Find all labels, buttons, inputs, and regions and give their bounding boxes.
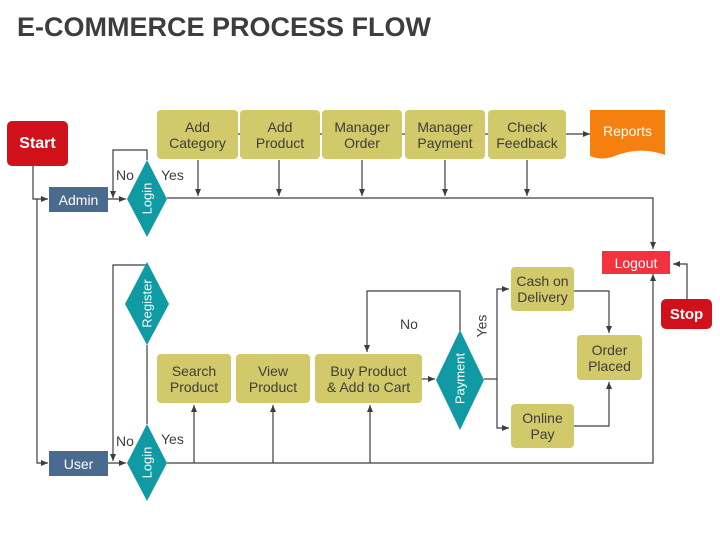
user-login-decision <box>127 424 167 501</box>
start-node: Start <box>7 121 68 166</box>
logout-node: Logout <box>602 251 670 274</box>
buy-product-step: Buy Product& Add to Cart <box>315 354 422 403</box>
register-decision <box>125 262 169 345</box>
stop-node: Stop <box>661 299 712 329</box>
connector-register-loop <box>110 264 147 461</box>
register-label: Register <box>139 279 155 328</box>
user-login-label: Login <box>139 446 155 479</box>
connector-admin-yes-line <box>167 197 656 249</box>
connector-admin-login-no <box>110 149 148 198</box>
connector-payment-online <box>496 379 509 431</box>
admin-login-label: Login <box>139 182 155 215</box>
connector-start-admin <box>32 166 48 202</box>
admin-no-label: No <box>116 167 134 183</box>
connector-user-yes-line <box>167 274 656 464</box>
user-yes-label: Yes <box>161 431 184 447</box>
connector-start-user <box>36 199 48 466</box>
page-title: E-COMMERCE PROCESS FLOW <box>17 12 432 42</box>
connector-online-order <box>574 382 612 427</box>
reports-shape <box>590 110 665 159</box>
connector-cod-order <box>574 290 612 333</box>
payment-label: Payment <box>452 352 468 405</box>
reports-node: Reports <box>602 123 653 139</box>
connector-payment-cod <box>496 286 509 379</box>
admin-node: Admin <box>49 187 108 212</box>
connector-stop-logout <box>673 261 688 299</box>
connector-payment-no <box>364 290 461 352</box>
payment-no-label: No <box>400 316 418 332</box>
user-no-label: No <box>116 433 134 449</box>
admin-login-decision <box>127 160 167 237</box>
payment-decision <box>436 330 484 430</box>
payment-yes-label: Yes <box>473 314 490 338</box>
user-node: User <box>49 451 108 476</box>
admin-yes-label: Yes <box>161 167 184 183</box>
